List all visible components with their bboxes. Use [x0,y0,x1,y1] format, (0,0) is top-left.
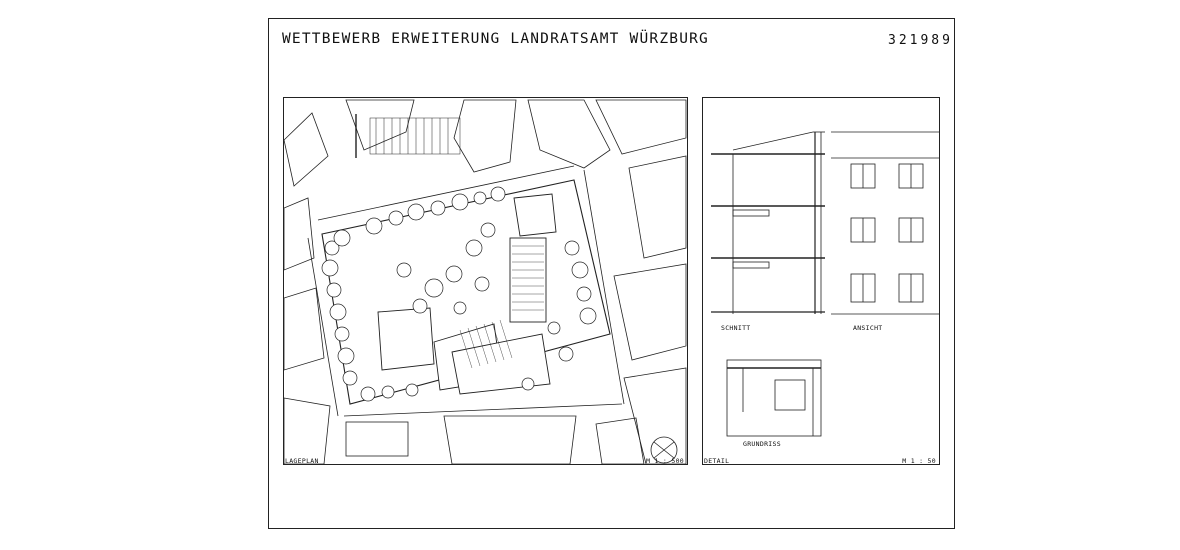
detail-panel: SCHNITT ANSICHT GRUNDRISS DETAIL M 1 : 5… [702,97,940,465]
drawing-sheet-frame [268,18,955,529]
block-sw [284,397,331,464]
site-plan-scale: M 1 : 500 [646,457,684,465]
block-e2 [613,263,687,361]
street-west [307,237,339,417]
block-nw [284,112,329,187]
detail-drawing [711,131,939,437]
roof-slope [732,131,814,151]
block-s2 [443,415,577,464]
block-n2 [453,99,517,173]
detail-scale: M 1 : 50 [902,457,936,465]
block-w2 [284,287,325,371]
plan-label: GRUNDRISS [743,440,781,448]
block-n3 [527,99,611,169]
street-south [343,403,623,417]
plan-furniture [774,379,806,411]
block-s3 [595,417,645,464]
section-label: SCHNITT [721,324,751,332]
parking-hatch [355,114,461,158]
block-s1 [345,421,409,457]
sheet-number: 321989 [888,33,953,48]
ceiling-hatch-2 [732,261,770,269]
plan-outline [726,359,822,437]
block-ne [595,99,687,155]
site-plan-drawing [284,99,687,464]
site-plan-panel: LAGEPLAN M 1 : 500 [283,97,688,465]
street-north [317,165,575,221]
elevation-label: ANSICHT [853,324,883,332]
site-plan-label: LAGEPLAN [285,457,319,465]
site-boundary [321,179,611,405]
sheet-title: WETTBEWERB ERWEITERUNG LANDRATSAMT WÜRZB… [282,31,709,47]
trees [321,186,597,402]
street-east [583,169,625,405]
block-w1 [284,197,315,271]
building-hatch [459,245,544,369]
existing-buildings [377,193,557,395]
ceiling-hatch-1 [732,209,770,217]
detail-label: DETAIL [704,457,730,465]
block-n1 [345,99,415,151]
north-arrow-icon [650,436,678,464]
elevation-windows [850,163,924,303]
block-e1 [628,155,687,259]
